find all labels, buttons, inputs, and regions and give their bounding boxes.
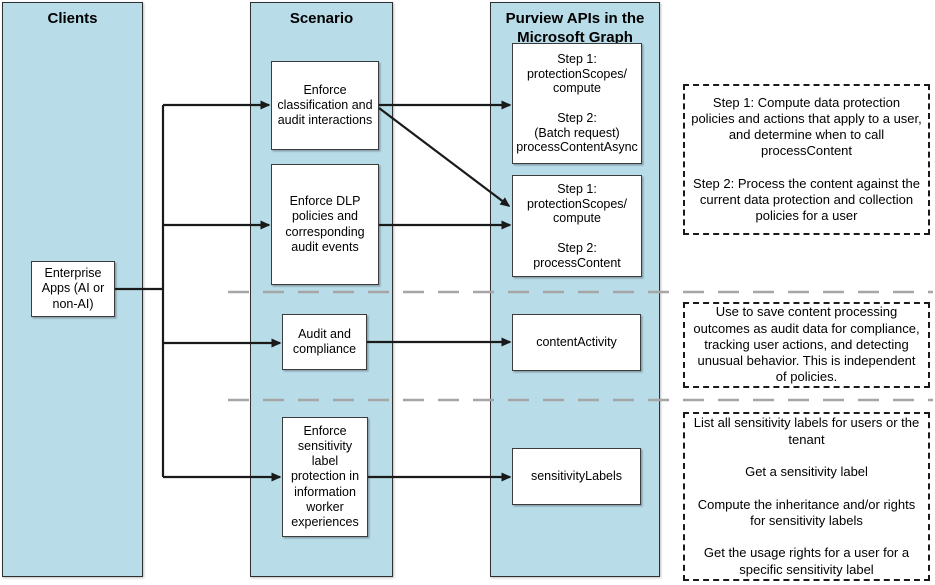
api-box-processcontentasync: Step 1: protectionScopes/ compute Step 2… [512, 43, 642, 164]
scenario-box-dlp: Enforce DLP policies and corresponding a… [271, 164, 379, 285]
scenario-column-title: Scenario [289, 10, 354, 27]
note-step1-step2: Step 1: Compute data protection policies… [683, 84, 930, 235]
enterprise-apps-box: Enterprise Apps (AI or non-AI) [31, 261, 115, 317]
api-box-sensitivitylabels: sensitivityLabels [512, 448, 641, 505]
api-box-contentactivity: contentActivity [512, 314, 641, 371]
scenario-box-sensitivity-label: Enforce sensitivity label protection in … [282, 417, 368, 537]
scenario-box-audit-compliance: Audit and compliance [282, 314, 367, 370]
note-sensitivitylabels: List all sensitivity labels for users or… [683, 412, 930, 581]
apis-column-title: Purview APIs in the Microsoft Graph [505, 10, 645, 46]
api-box-processcontent: Step 1: protectionScopes/ compute Step 2… [512, 175, 642, 277]
clients-column-title: Clients [47, 10, 98, 27]
note-contentactivity: Use to save content processing outcomes … [683, 302, 930, 388]
scenario-box-classification: Enforce classification and audit interac… [271, 61, 379, 150]
